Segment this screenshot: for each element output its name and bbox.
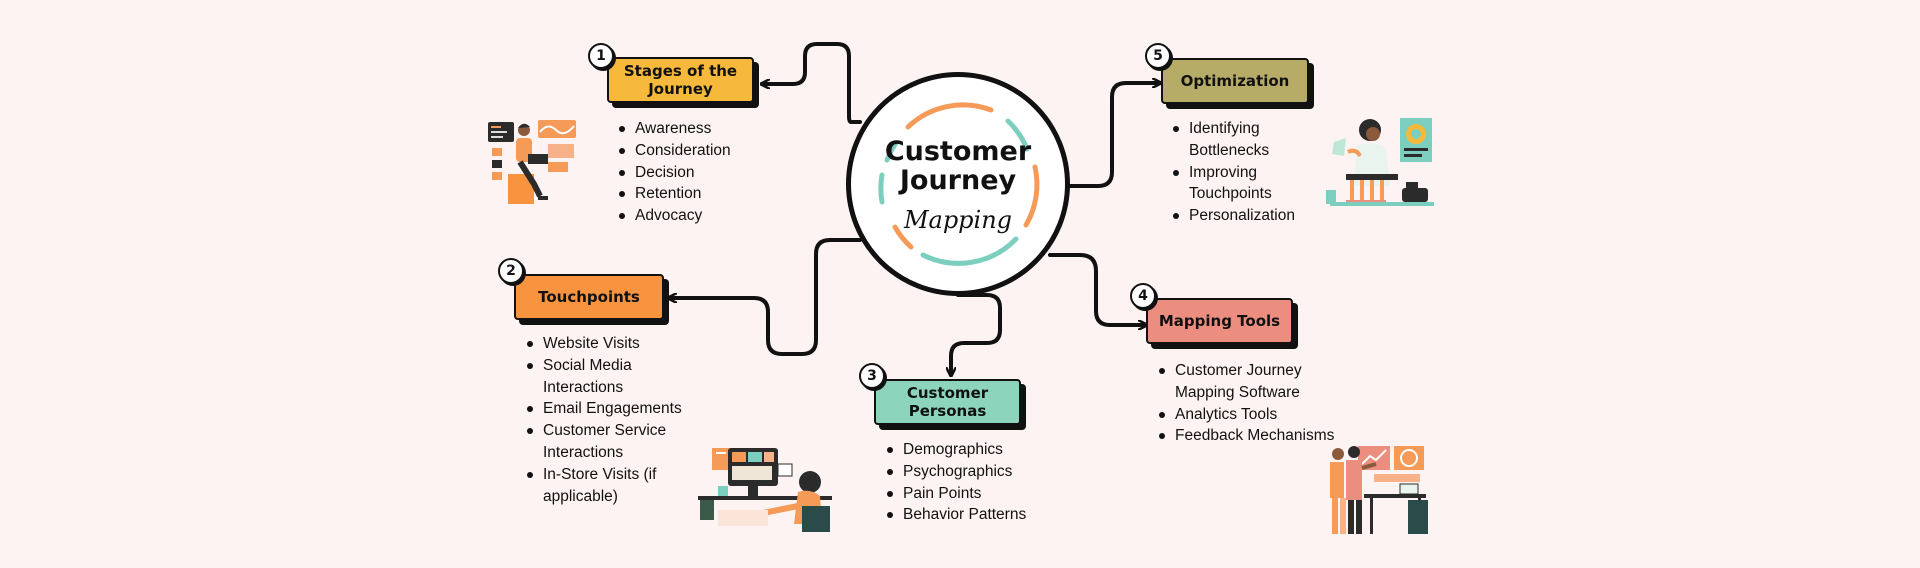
connector-to-touchpoints <box>672 238 862 356</box>
center-subtitle: Mapping <box>903 206 1013 234</box>
list-item: Customer Journey Mapping Software <box>1159 360 1335 404</box>
mapping-tools-box: Mapping Tools <box>1146 298 1293 344</box>
list-item: Identifying Bottlenecks <box>1173 118 1339 162</box>
list-item: Pain Points <box>887 483 1103 505</box>
optimization-box: Optimization <box>1161 58 1309 104</box>
list-item: Demographics <box>887 439 1103 461</box>
center-title: Customer Journey <box>851 137 1065 195</box>
list-item: Consideration <box>619 140 835 162</box>
list-item: Awareness <box>619 118 835 140</box>
optimization-list: Identifying Bottlenecks Improving Touchp… <box>1171 118 1339 227</box>
touchpoints-box: Touchpoints <box>514 274 664 320</box>
list-item: Behavior Patterns <box>887 504 1103 526</box>
person-at-laptop-illustration <box>488 120 576 204</box>
list-item: Feedback Mechanisms <box>1159 425 1335 447</box>
list-item: Personalization <box>1173 205 1339 227</box>
team-presentation-illustration <box>1330 446 1428 534</box>
list-item: Decision <box>619 162 835 184</box>
stages-title: Stages of the Journey <box>623 62 738 98</box>
touchpoints-number-badge: 2 <box>498 258 524 284</box>
touchpoints-list: Website Visits Social Media Interactions… <box>525 333 713 507</box>
mapping-tools-number-badge: 4 <box>1130 283 1156 309</box>
list-item: Customer Service Interactions <box>527 420 713 464</box>
person-at-computer-illustration <box>698 448 832 532</box>
connector-to-personas <box>951 293 1002 372</box>
list-item: Improving Touchpoints <box>1173 162 1339 206</box>
personas-list: Demographics Psychographics Pain Points … <box>885 439 1103 526</box>
center-title-line1: Customer <box>884 136 1032 167</box>
touchpoints-title: Touchpoints <box>538 288 640 306</box>
personas-box: Customer Personas <box>874 379 1021 425</box>
list-item: Advocacy <box>619 205 835 227</box>
mapping-tools-title: Mapping Tools <box>1158 312 1281 330</box>
connector-to-mapping-tools <box>1048 253 1143 325</box>
list-item: Psychographics <box>887 461 1103 483</box>
stages-number-badge: 1 <box>588 43 614 69</box>
optimization-number-badge: 5 <box>1145 43 1171 69</box>
list-item: Analytics Tools <box>1159 404 1335 426</box>
dashed-ring <box>878 102 1040 266</box>
personas-number-badge: 3 <box>859 363 885 389</box>
list-item: Website Visits <box>527 333 713 355</box>
list-item: Email Engagements <box>527 398 713 420</box>
list-item: In-Store Visits (if applicable) <box>527 464 713 508</box>
stages-box: Stages of the Journey <box>607 57 754 103</box>
center-hub: Customer Journey Mapping <box>846 72 1070 296</box>
list-item: Social Media Interactions <box>527 355 713 399</box>
personas-title: Customer Personas <box>906 384 989 420</box>
scientist-lab-illustration <box>1326 118 1434 206</box>
mapping-tools-list: Customer Journey Mapping Software Analyt… <box>1157 360 1335 447</box>
center-title-line2: Journey <box>899 165 1017 196</box>
optimization-title: Optimization <box>1180 72 1290 90</box>
connector-to-stages <box>765 42 862 124</box>
connector-to-optimization <box>1068 83 1157 188</box>
stages-list: Awareness Consideration Decision Retenti… <box>617 118 835 227</box>
list-item: Retention <box>619 183 835 205</box>
